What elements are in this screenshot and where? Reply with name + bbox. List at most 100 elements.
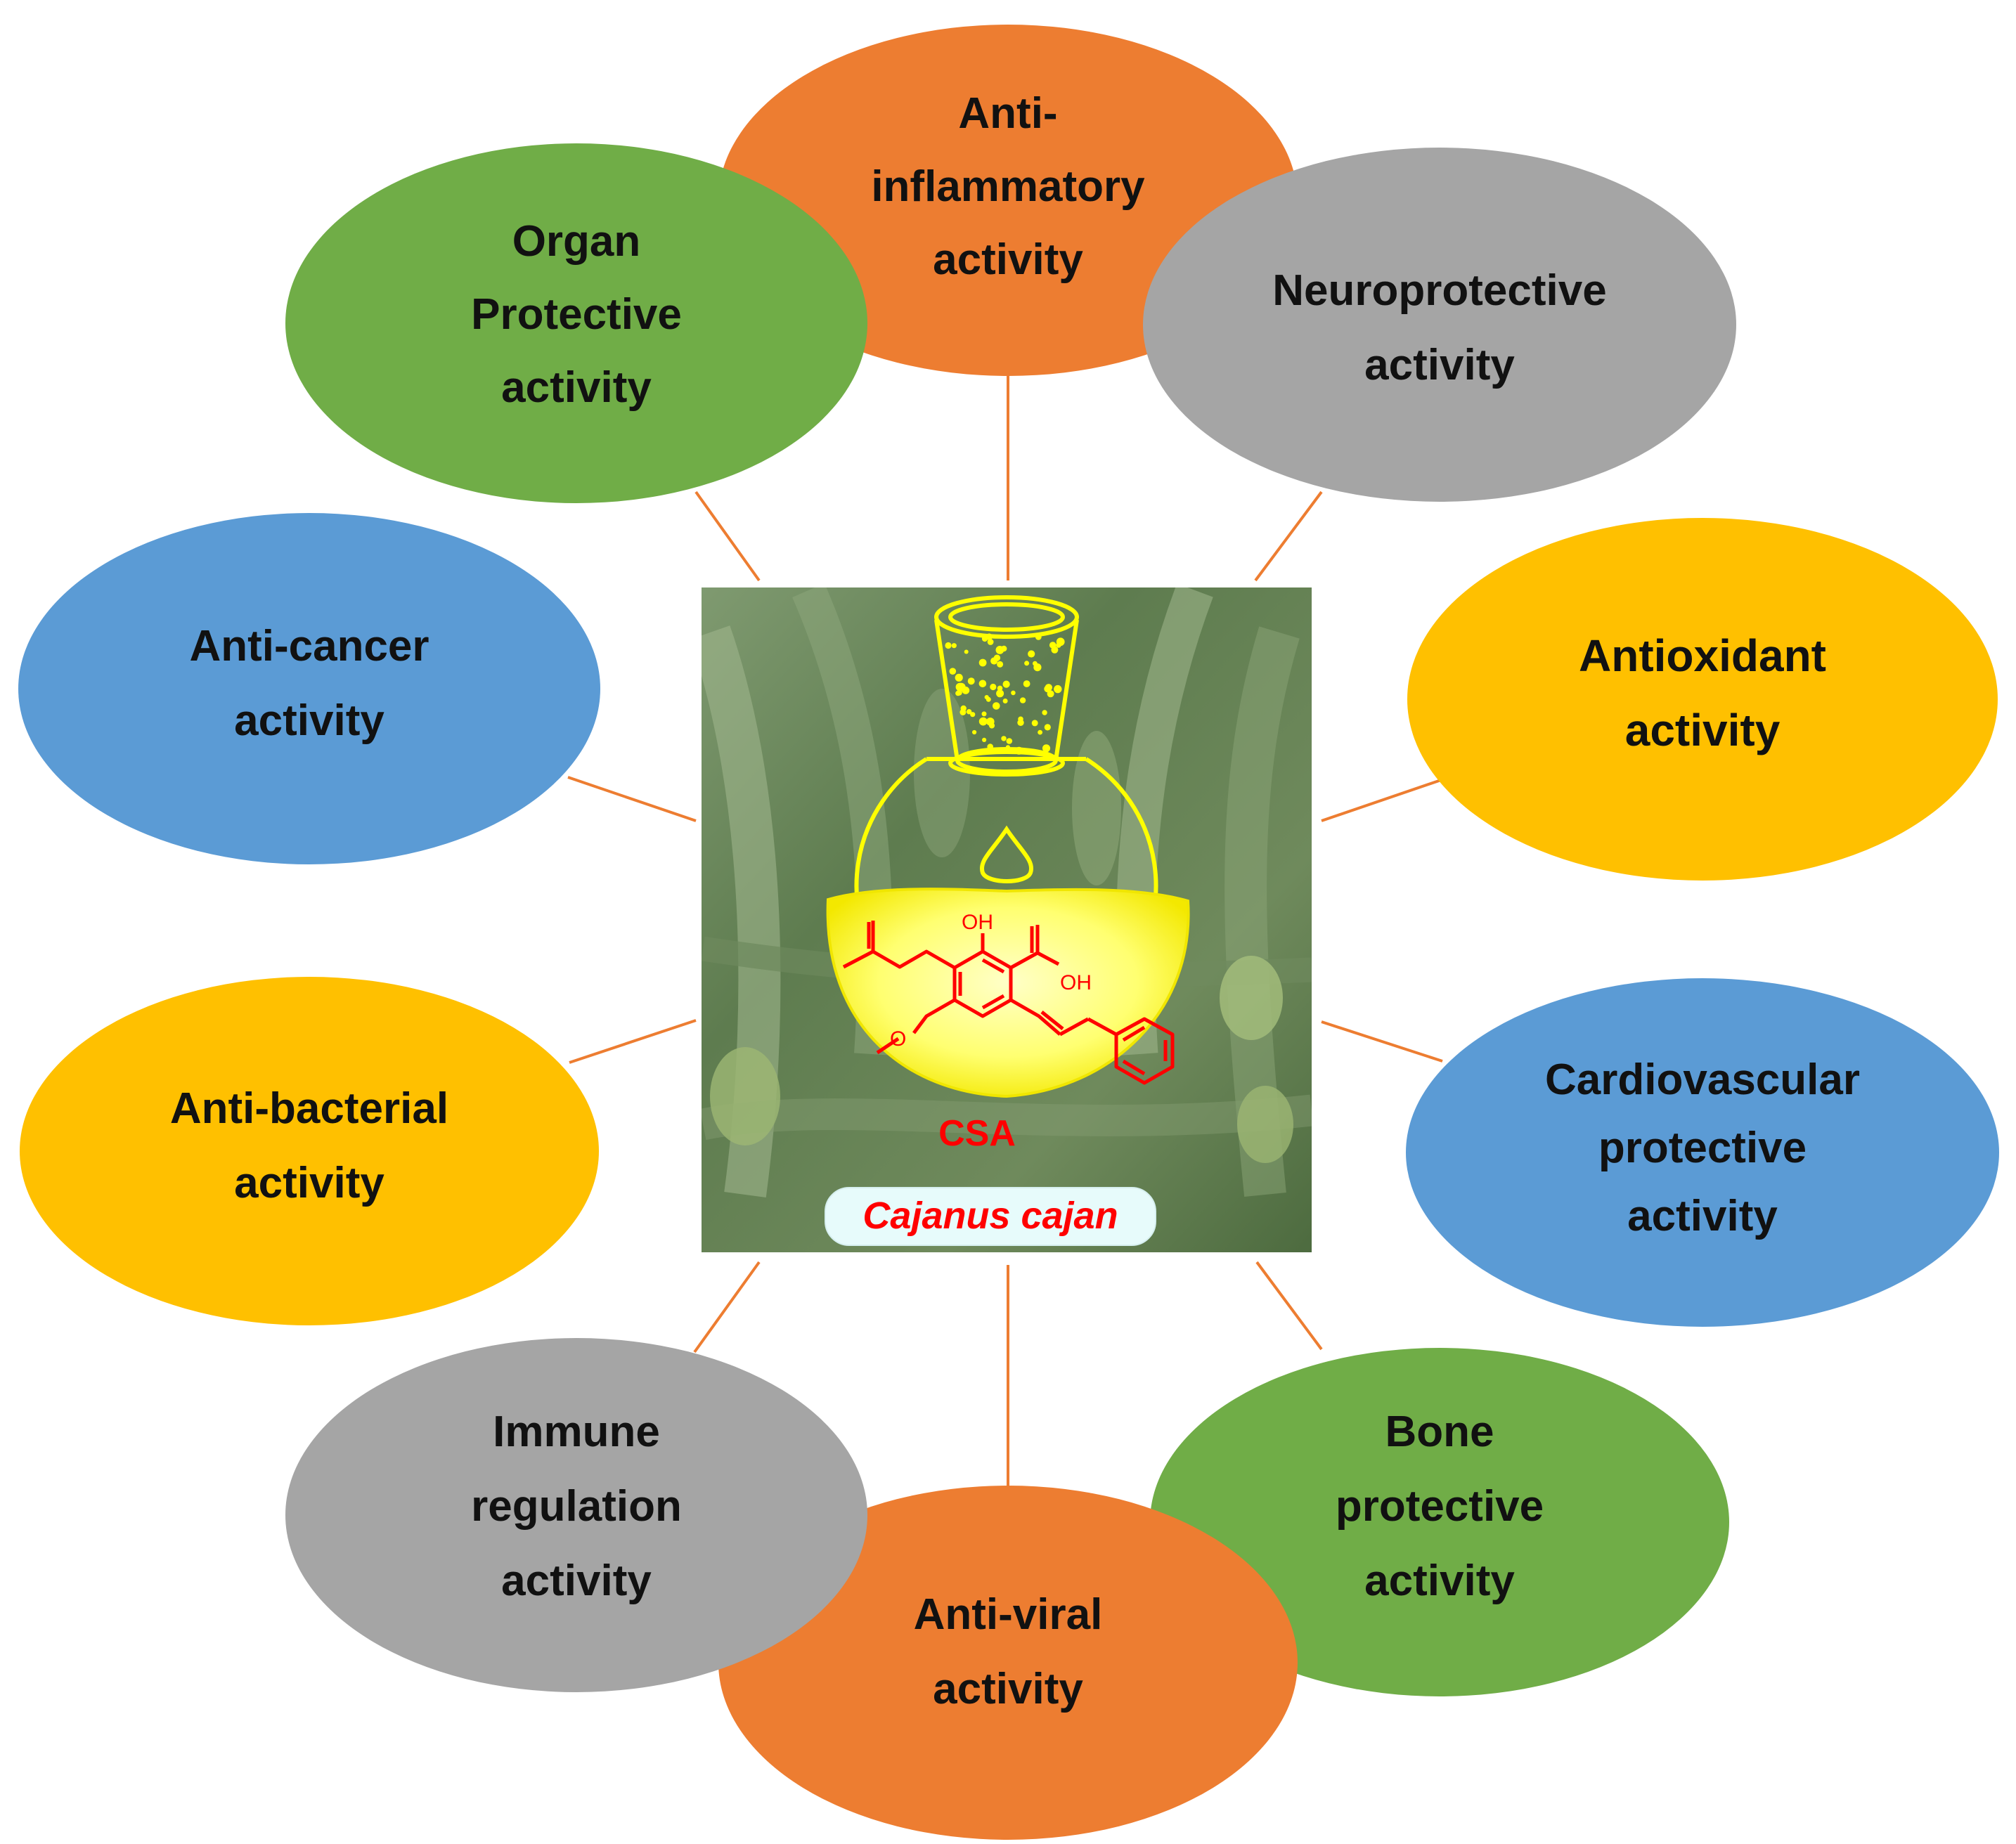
activity-ellipse-anti-cancer <box>18 513 600 864</box>
filter-particle <box>978 680 987 688</box>
filter-particle <box>1005 745 1010 750</box>
flask-illustration <box>826 595 1190 1098</box>
plant-label: Cajanus cajan <box>862 1195 1118 1237</box>
filter-particle <box>964 649 969 654</box>
filter-particle <box>1038 729 1042 735</box>
activity-label-immune-line-1: Immune <box>493 1408 660 1456</box>
filter-particle <box>1019 748 1024 753</box>
activity-label-bone-line-3: activity <box>1364 1557 1515 1605</box>
activity-ellipse-cardiovascular <box>1406 978 1999 1327</box>
filter-particle <box>1045 684 1053 692</box>
filter-particle <box>996 689 1004 698</box>
filter-particle <box>1033 663 1042 672</box>
activity-ellipse-bone <box>1150 1348 1729 1696</box>
filter-particle <box>951 643 957 649</box>
activity-ellipse-organ <box>285 143 867 503</box>
filter-particle <box>984 695 989 700</box>
activity-ellipse-anti-bacterial <box>20 977 599 1325</box>
activity-label-immune-line-2: regulation <box>471 1482 682 1531</box>
filter-particle <box>993 702 1000 710</box>
compound-label: CSA <box>938 1113 1016 1154</box>
activity-label-anti-cancer-line-1: Anti-cancer <box>189 622 429 670</box>
filter-particle <box>955 673 963 682</box>
activity-label-anti-viral-line-2: activity <box>933 1665 1083 1713</box>
activity-label-anti-cancer-line-2: activity <box>234 696 385 745</box>
filter-particle <box>1031 720 1038 727</box>
filter-particle <box>970 712 976 718</box>
filter-particle <box>972 729 977 735</box>
connector-lines <box>567 365 1443 1488</box>
filter-particle <box>1023 680 1030 687</box>
filter-particle <box>1054 684 1062 694</box>
activity-anti-cancer: Anti-cancer activity <box>18 513 600 864</box>
filter-particle <box>1002 680 1010 688</box>
filter-particle <box>987 639 994 645</box>
activity-label-anti-bacterial-line-1: Anti-bacterial <box>170 1084 448 1133</box>
filter-particle <box>986 633 993 640</box>
filter-particle <box>982 737 987 742</box>
connector-line-8 <box>569 1019 697 1064</box>
oh-acid-label: OH <box>1060 971 1092 994</box>
connector-line-3 <box>1321 779 1442 822</box>
filter-particle <box>997 661 1004 668</box>
filter-particle <box>962 687 970 694</box>
filter-particle <box>1042 744 1051 753</box>
activity-ellipse-immune <box>285 1338 867 1692</box>
oh-top-label: OH <box>962 911 993 934</box>
activity-label-cardiovascular-line-3: activity <box>1627 1192 1778 1240</box>
filter-particle <box>1001 645 1007 652</box>
center-photo-panel: OH OH O CSA Cajanus cajan <box>702 587 1312 1252</box>
activity-label-anti-inflammatory-line-3: activity <box>933 235 1083 284</box>
activity-label-antioxidant-line-2: activity <box>1625 705 1781 755</box>
activity-ellipse-anti-viral <box>718 1486 1298 1840</box>
activity-label-anti-inflammatory-line-2: inflammatory <box>871 162 1145 211</box>
activity-immune: Immune regulation activity <box>285 1338 867 1692</box>
filter-particle <box>990 657 998 665</box>
filter-particle <box>987 744 993 750</box>
activity-label-antioxidant-line-1: Antioxidant <box>1579 630 1826 681</box>
activity-bubbles: Anti-inflammatoryactivityNeuroprotective… <box>18 25 1999 1840</box>
csa-structure <box>842 921 1175 1085</box>
filter-funnel <box>934 595 1079 777</box>
activity-ellipse-antioxidant <box>1407 518 1998 881</box>
filter-particle <box>945 642 952 649</box>
connector-line-5 <box>1255 1261 1323 1351</box>
activity-anti-bacterial: Anti-bacterial activity <box>20 977 599 1325</box>
connector-line-4 <box>1321 1020 1443 1063</box>
filter-particle <box>1024 661 1030 666</box>
activity-label-organ-line-2: Protective <box>471 290 682 339</box>
connector-line-7 <box>693 1261 761 1353</box>
connector-line-2 <box>1254 491 1323 582</box>
activity-label-immune-line-3: activity <box>501 1557 652 1605</box>
activity-antioxidant: Antioxidant activity <box>1407 518 1998 881</box>
filter-particle <box>1018 716 1023 722</box>
filter-particle <box>1001 736 1007 741</box>
filter-particle <box>1006 738 1013 744</box>
activity-label-organ-line-1: Organ <box>512 217 641 266</box>
filter-particle <box>960 705 967 712</box>
activity-ellipse-neuroprotective <box>1143 148 1736 502</box>
activity-label-anti-inflammatory-line-1: Anti- <box>958 89 1057 138</box>
activity-label-anti-viral-line-1: Anti-viral <box>914 1590 1103 1639</box>
filter-particle <box>967 677 975 685</box>
filter-particle <box>1019 697 1026 703</box>
filter-particle <box>997 685 1003 692</box>
filter-particle <box>1035 634 1042 640</box>
connector-line-10 <box>694 491 761 582</box>
activity-label-anti-bacterial-line-2: activity <box>234 1159 385 1207</box>
activity-label-bone-line-1: Bone <box>1385 1408 1494 1456</box>
activity-label-neuroprotective-line-2: activity <box>1364 341 1515 389</box>
filter-particle <box>955 682 964 692</box>
activity-label-cardiovascular-line-1: Cardiovascular <box>1545 1056 1860 1104</box>
filter-particle <box>1002 699 1008 703</box>
activity-cardiovascular: Cardiovascular protective activity <box>1406 978 1999 1327</box>
activity-label-cardiovascular-line-2: protective <box>1598 1124 1807 1172</box>
filter-particle <box>1044 724 1051 731</box>
plant-label-badge <box>825 1187 1156 1246</box>
methoxy-o-label: O <box>890 1027 906 1051</box>
filter-particle <box>1011 690 1016 696</box>
